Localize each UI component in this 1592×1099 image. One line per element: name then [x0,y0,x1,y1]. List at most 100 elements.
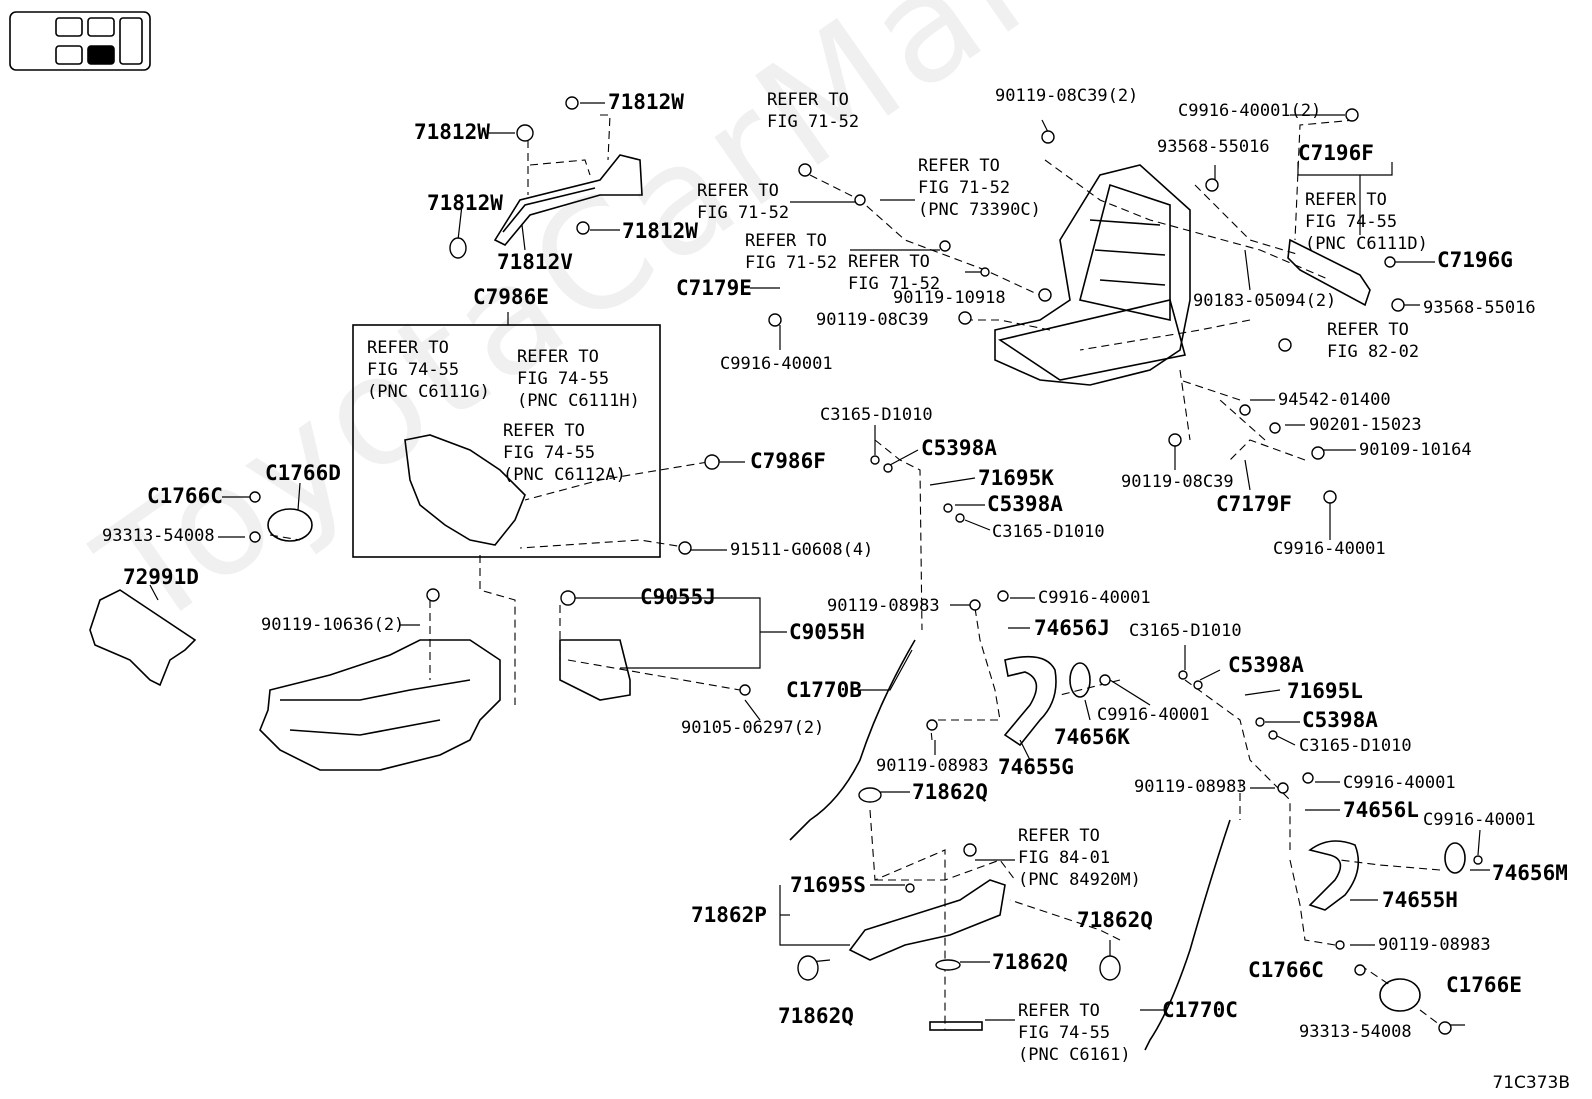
part-74656M [1444,842,1466,874]
label-C9055H: C9055H [789,620,865,644]
label-C1770B: C1770B [786,678,862,702]
part-C9055H [559,639,631,701]
refer-note: REFER TO FIG 74-55 (PNC C6111D) [1305,190,1428,254]
part-C7986E [404,434,526,546]
refer-note: REFER TO FIG 71-52 [745,231,838,273]
label-71862P: 71862P [691,903,767,927]
label-C5398A: C5398A [921,436,997,460]
label-C1766D: C1766D [265,461,341,485]
label-C1766E: C1766E [1446,973,1522,997]
label-90119-08C39: 90119-08C39 [1121,472,1234,492]
label-C5398A: C5398A [1302,708,1378,732]
refer-note: REFER TO FIG 71-52 [848,252,941,294]
label-C7986F: C7986F [750,449,826,473]
label-C3165-D1010: C3165-D1010 [992,522,1105,542]
label-90201-15023: 90201-15023 [1309,415,1422,435]
label-71862Q: 71862Q [1077,908,1153,932]
label-93313-54008: 93313-54008 [1299,1022,1412,1042]
label-C3165-D1010: C3165-D1010 [820,405,933,425]
label-C5398A: C5398A [1228,653,1304,677]
label-C3165-D1010: C3165-D1010 [1129,621,1242,641]
part-C7196F [1287,238,1371,307]
label-74656L: 74656L [1343,798,1419,822]
label-91511: 91511-G0608(4) [730,540,874,560]
label-90119-08983: 90119-08983 [1134,777,1247,797]
refer-note: REFER TO FIG 71-52 [697,181,790,223]
refer-note: REFER TO FIG 74-55 (PNC C6111G) [367,338,490,402]
label-C9916-40001: C9916-40001 [1038,588,1151,608]
label-C1766C: C1766C [147,484,223,508]
label-71695K: 71695K [978,466,1054,490]
refer-note: REFER TO FIG 71-52 [767,90,860,132]
part-71862P [848,879,1006,961]
figure-code: 71C373B [1492,1073,1570,1093]
part-74655H [1308,840,1360,911]
label-71695S: 71695S [790,873,866,897]
label-C9916-40001: C9916-40001 [720,354,833,374]
refer-note: REFER TO FIG 82-02 [1327,320,1420,362]
label-C9916-40001-2: C9916-40001(2) [1178,101,1322,121]
label-90109-10164: 90109-10164 [1359,440,1472,460]
label-90119-08C39: 90119-08C39 [816,310,929,330]
label-71812W: 71812W [414,120,490,144]
label-90119-10636: 90119-10636(2) [261,615,405,635]
label-C9055J: C9055J [640,585,716,609]
seat-base-left [259,639,501,771]
label-74655H: 74655H [1382,888,1458,912]
label-93313-54008: 93313-54008 [102,526,215,546]
label-C7196F: C7196F [1298,141,1374,165]
part-72991D [89,589,197,687]
label-C9916-40001: C9916-40001 [1273,539,1386,559]
label-72991D: 72991D [123,565,199,589]
label-71862Q: 71862Q [912,780,988,804]
label-74656K: 74656K [1054,725,1130,749]
label-93568-55016: 93568-55016 [1157,137,1270,157]
part-74655G [1003,655,1057,747]
label-90105: 90105-06297(2) [681,718,825,738]
seat-locator-icon [9,11,151,71]
label-C7986E: C7986E [473,285,549,309]
label-93568-55016: 93568-55016 [1423,298,1536,318]
label-90119-08C39-2: 90119-08C39(2) [995,86,1139,106]
label-C9916-40001: C9916-40001 [1423,810,1536,830]
label-C7179E: C7179E [676,276,752,300]
label-74656M: 74656M [1492,861,1568,885]
label-C1766C: C1766C [1248,958,1324,982]
refer-note: REFER TO FIG 74-55 (PNC C6111H) [517,347,640,411]
label-90119-08983: 90119-08983 [876,756,989,776]
label-71812W: 71812W [608,90,684,114]
label-71695L: 71695L [1287,679,1363,703]
label-C1770C: C1770C [1162,998,1238,1022]
cable-C1770C [1144,819,1231,1051]
label-C9916-40001: C9916-40001 [1343,773,1456,793]
part-C1766E [1379,978,1421,1012]
cable-C1770B [789,639,916,841]
refer-note: REFER TO FIG 84-01 (PNC 84920M) [1018,826,1141,890]
label-71812W: 71812W [427,191,503,215]
label-C7196G: C7196G [1437,248,1513,272]
label-94542-01400: 94542-01400 [1278,390,1391,410]
label-C5398A: C5398A [987,492,1063,516]
inset-box [352,324,661,558]
label-90183: 90183-05094(2) [1193,291,1337,311]
label-71812W: 71812W [622,219,698,243]
label-C3165-D1010: C3165-D1010 [1299,736,1412,756]
refer-note: REFER TO FIG 74-55 (PNC C6112A) [503,421,626,485]
label-71812V: 71812V [497,250,573,274]
part-C6161 [929,1021,983,1031]
part-71812V [493,154,643,246]
label-90119-10918: 90119-10918 [893,288,1006,308]
seat-frame [994,164,1191,386]
label-74655G: 74655G [998,755,1074,779]
label-90119-08983: 90119-08983 [1378,935,1491,955]
refer-note: REFER TO FIG 71-52 (PNC 73390C) [918,156,1041,220]
label-71862Q: 71862Q [778,1004,854,1028]
refer-note: REFER TO FIG 74-55 (PNC C6161) [1018,1001,1131,1065]
label-90119-08983: 90119-08983 [827,596,940,616]
part-74656K [1069,662,1091,698]
label-C7179F: C7179F [1216,492,1292,516]
label-74656J: 74656J [1034,616,1110,640]
part-C1766D [267,508,313,542]
